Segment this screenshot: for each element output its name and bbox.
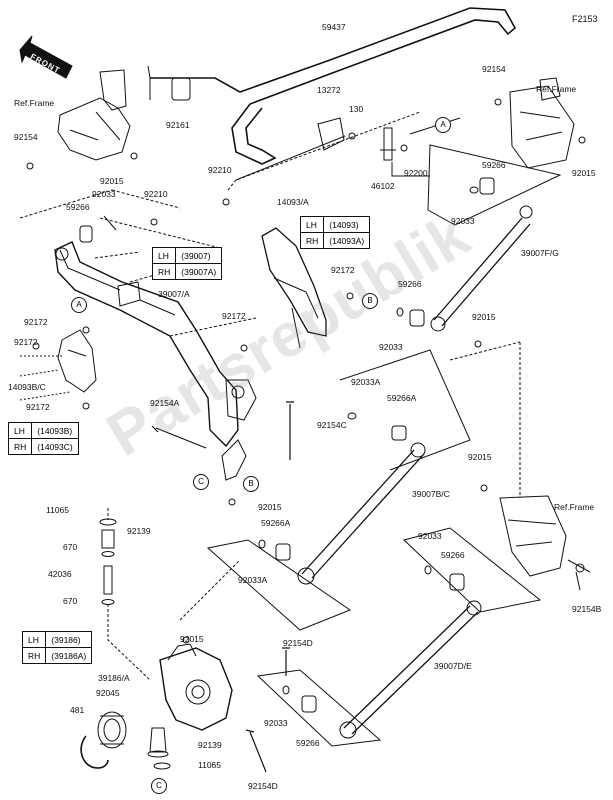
part-label: 92154 bbox=[482, 64, 506, 74]
callout-b: B bbox=[243, 476, 259, 492]
part-label: 92210 bbox=[208, 165, 232, 175]
stabilizer-bar bbox=[150, 7, 517, 165]
callout-c: C bbox=[151, 778, 167, 794]
part-label: 92172 bbox=[26, 402, 50, 412]
part-label: 46102 bbox=[371, 181, 395, 191]
part-label: 92015 bbox=[572, 168, 596, 178]
part-label: 92033 bbox=[264, 718, 288, 728]
part-label: 92033 bbox=[418, 531, 442, 541]
part-label: 92033A bbox=[238, 575, 268, 585]
callout-c: C bbox=[193, 474, 209, 490]
part-label: 59266 bbox=[482, 160, 506, 170]
table-39007: LH(39007) RH(39007A) bbox=[151, 247, 223, 280]
part-label: 39007B/C bbox=[412, 489, 450, 499]
part-label: 92015 bbox=[100, 176, 124, 186]
figure-code: F2153 bbox=[572, 14, 598, 24]
part-label: 39186/A bbox=[98, 673, 130, 683]
table-side: LH bbox=[299, 216, 325, 233]
ref-frame-label: Ref.Frame bbox=[14, 98, 55, 108]
part-label: 92200 bbox=[404, 168, 428, 178]
ref-frame-label: Ref.Frame bbox=[536, 84, 577, 94]
part-label: 92154C bbox=[317, 420, 347, 430]
table-39186: LH(39186) RH(39186A) bbox=[21, 631, 93, 664]
part-label: 11065 bbox=[46, 505, 70, 515]
part-label: 59266 bbox=[398, 279, 422, 289]
part-label: 92139 bbox=[127, 526, 151, 536]
part-label: 59266 bbox=[66, 202, 90, 212]
part-label: 92210 bbox=[144, 189, 168, 199]
table-side: LH bbox=[21, 631, 47, 648]
table-part: (14093A) bbox=[323, 232, 371, 249]
table-part: (39186) bbox=[45, 631, 93, 648]
part-label: 92033 bbox=[451, 216, 475, 226]
part-label: 92154D bbox=[248, 781, 278, 791]
part-label: 92139 bbox=[198, 740, 222, 750]
table-side: RH bbox=[299, 232, 325, 249]
part-label: 92154B bbox=[572, 604, 602, 614]
front-arrow-icon bbox=[19, 35, 73, 79]
table-side: RH bbox=[151, 263, 177, 280]
part-label: 11065 bbox=[198, 760, 222, 770]
part-label: 92015 bbox=[180, 634, 204, 644]
part-label: 670 bbox=[63, 542, 78, 552]
part-label: 59266A bbox=[261, 518, 291, 528]
callout-b: B bbox=[362, 293, 378, 309]
table-part: (14093C) bbox=[31, 438, 79, 455]
part-label: 14093B/C bbox=[8, 382, 46, 392]
part-label: 39007/A bbox=[158, 289, 190, 299]
part-label: 42036 bbox=[48, 569, 72, 579]
table-part: (14093) bbox=[323, 216, 371, 233]
part-label: 92172 bbox=[331, 265, 355, 275]
part-label: 92045 bbox=[96, 688, 120, 698]
table-part: (39007A) bbox=[175, 263, 223, 280]
table-part: (39186A) bbox=[45, 647, 93, 664]
table-14093: LH(14093) RH(14093A) bbox=[299, 216, 371, 249]
part-label: 92033 bbox=[92, 189, 116, 199]
part-label: 39007F/G bbox=[521, 248, 559, 258]
part-label: 14093/A bbox=[277, 197, 309, 207]
part-label: 92015 bbox=[472, 312, 496, 322]
part-label: 92154A bbox=[150, 398, 180, 408]
table-side: RH bbox=[7, 438, 33, 455]
table-side: LH bbox=[7, 422, 33, 439]
part-label: 13272 bbox=[317, 85, 341, 95]
part-label: 39007D/E bbox=[434, 661, 472, 671]
table-part: (39007) bbox=[175, 247, 223, 264]
part-label: 92154 bbox=[14, 132, 38, 142]
part-label: 92172 bbox=[14, 337, 38, 347]
part-label: 92154D bbox=[283, 638, 313, 648]
part-label: 481 bbox=[70, 705, 85, 715]
table-14093b: LH(14093B) RH(14093C) bbox=[7, 422, 79, 455]
table-side: LH bbox=[151, 247, 177, 264]
table-part: (14093B) bbox=[31, 422, 79, 439]
part-label: 92033 bbox=[379, 342, 403, 352]
part-label: 59266 bbox=[296, 738, 320, 748]
callout-a: A bbox=[435, 117, 451, 133]
ref-frame-label: Ref.Frame bbox=[554, 502, 595, 512]
part-label: 92015 bbox=[258, 502, 282, 512]
part-label: 92172 bbox=[24, 317, 48, 327]
part-label: 59266A bbox=[387, 393, 417, 403]
part-label: 92015 bbox=[468, 452, 492, 462]
part-label: 130 bbox=[349, 104, 364, 114]
callout-a: A bbox=[71, 297, 87, 313]
part-label: 92172 bbox=[222, 311, 246, 321]
part-label: 59437 bbox=[322, 22, 346, 32]
part-label: 670 bbox=[63, 596, 78, 606]
table-side: RH bbox=[21, 647, 47, 664]
part-label: 59266 bbox=[441, 550, 465, 560]
part-label: 92161 bbox=[166, 120, 190, 130]
part-label: 92033A bbox=[351, 377, 381, 387]
